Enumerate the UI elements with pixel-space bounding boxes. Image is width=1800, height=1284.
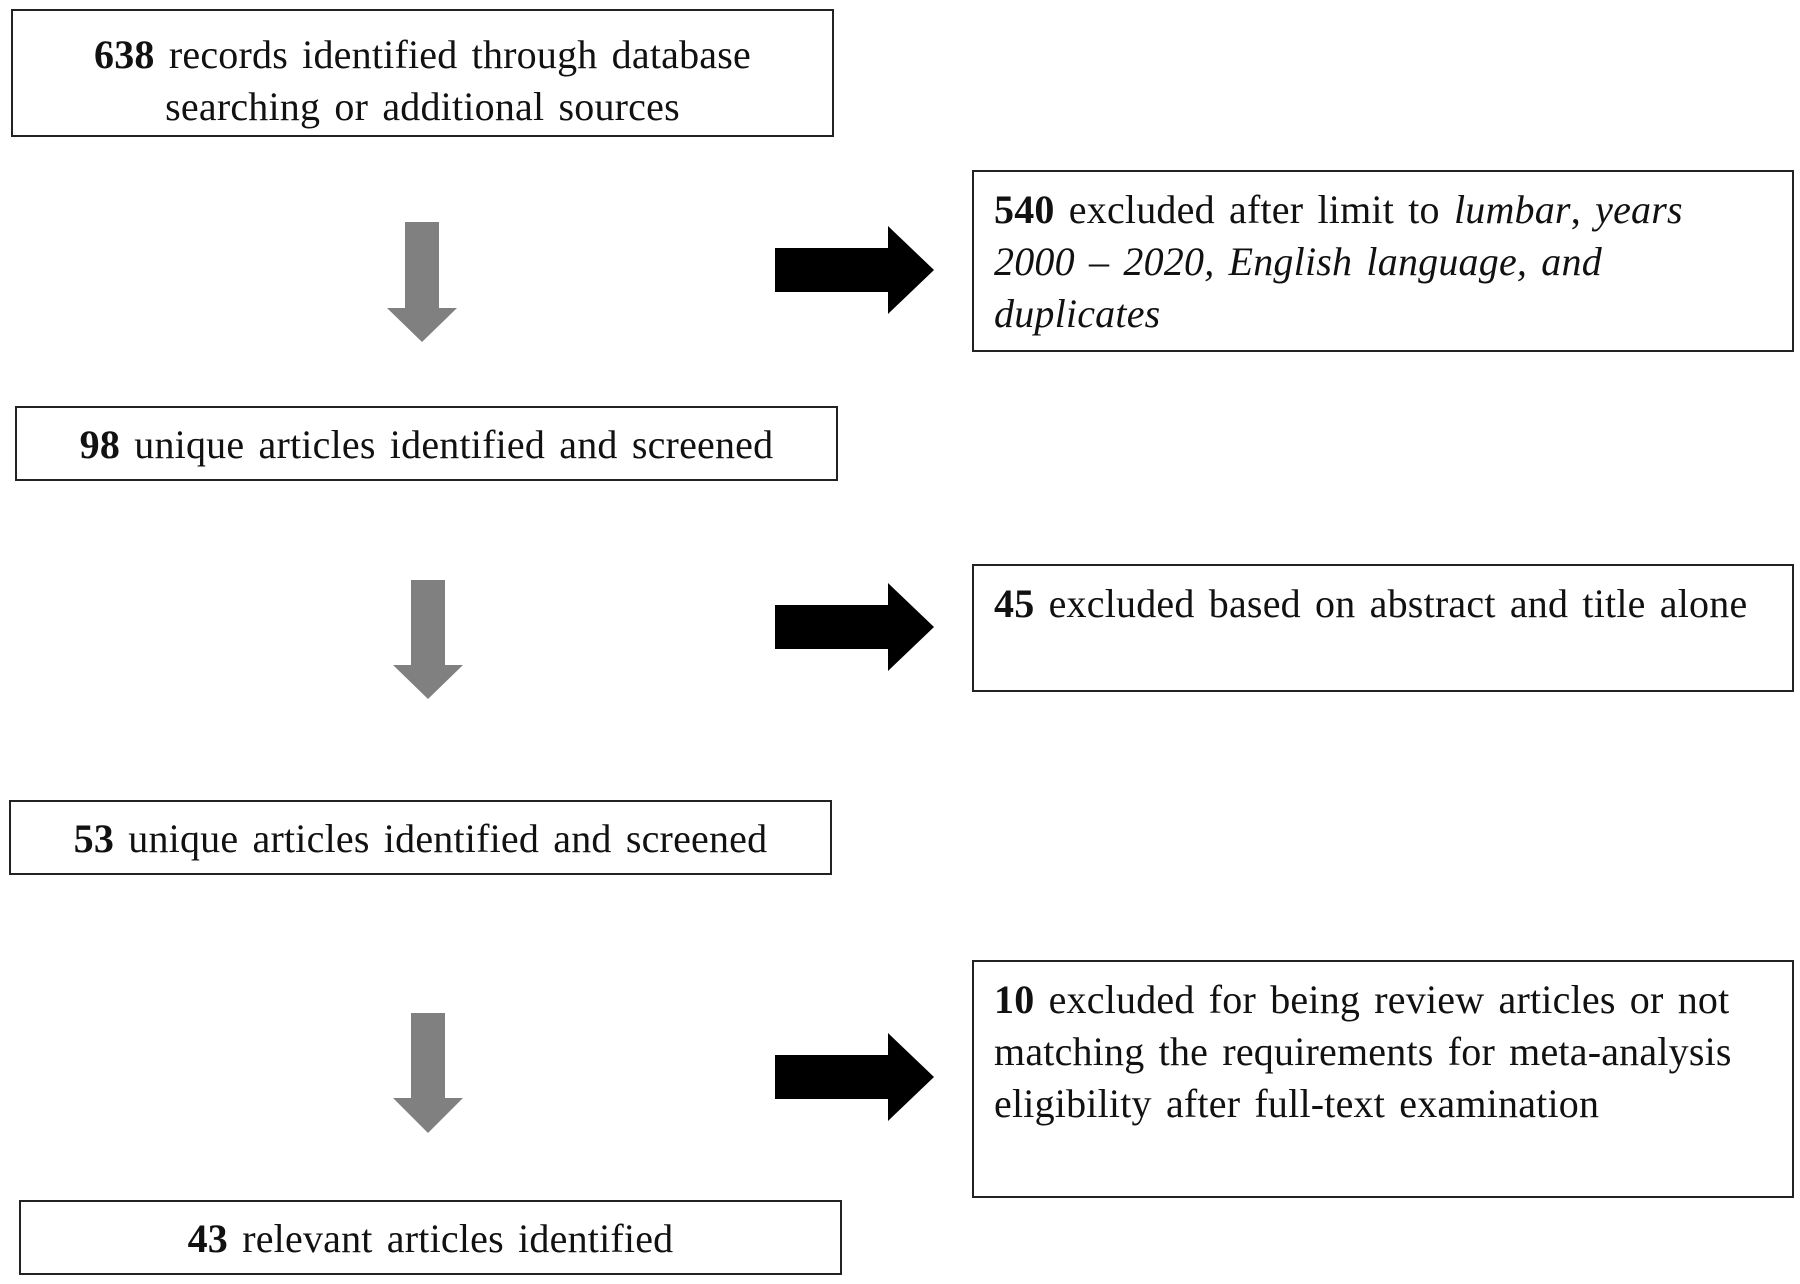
records-identified-box: 638 records identified through database … [11,9,834,137]
screened-98-text: unique articles identified and screened [120,422,774,467]
exclusion-fulltext-box: 10 excluded for being review articles or… [972,960,1794,1198]
down-arrow-3 [393,1013,463,1133]
exclusion-limit-lumbar: lumbar [1453,187,1571,232]
exclusion-abstract-box: 45 excluded based on abstract and title … [972,564,1794,692]
exclusion-fulltext-text: excluded for being review articles or no… [994,977,1732,1126]
records-count: 638 [94,32,155,77]
right-arrow-1 [775,226,934,314]
down-arrow-1 [387,222,457,342]
right-arrow-2 [775,583,934,671]
screened-53-text: unique articles identified and screened [114,816,768,861]
exclusion-limit-comma: , [1570,187,1596,232]
screened-98-box: 98 unique articles identified and screen… [15,406,838,481]
relevant-43-text: relevant articles identified [228,1216,674,1261]
records-text: records identified through database sear… [154,32,751,129]
screened-53-count: 53 [73,816,115,861]
exclusion-abstract-count: 45 [994,581,1035,626]
screened-98-count: 98 [79,422,121,467]
screened-53-box: 53 unique articles identified and screen… [9,800,832,875]
relevant-43-count: 43 [187,1216,228,1261]
exclusion-limit-text: excluded after limit to [1054,187,1454,232]
relevant-43-box: 43 relevant articles identified [19,1200,842,1275]
exclusion-limit-box: 540 excluded after limit to lumbar, year… [972,170,1794,352]
down-arrow-2 [393,580,463,699]
exclusion-fulltext-count: 10 [994,977,1035,1022]
exclusion-abstract-text: excluded based on abstract and title alo… [1034,581,1748,626]
exclusion-limit-count: 540 [994,187,1055,232]
right-arrow-3 [775,1033,934,1121]
exclusion-limit-criteria: years 2000 – 2020, English language, and… [994,187,1683,336]
